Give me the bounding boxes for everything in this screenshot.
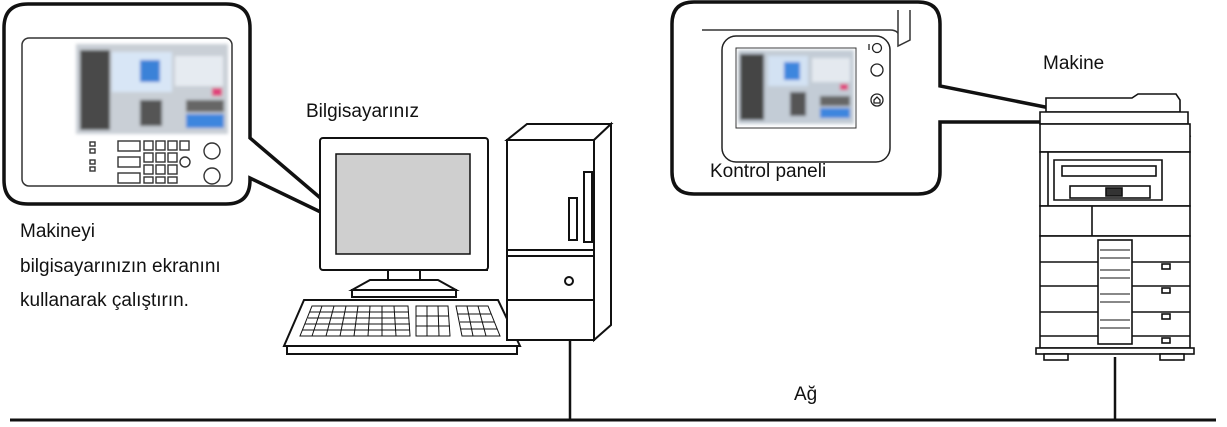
desktop-computer-illustration bbox=[282, 121, 614, 355]
computer-label: Bilgisayarınız bbox=[306, 101, 419, 122]
machine-label: Makine bbox=[1043, 53, 1105, 74]
control-panel-touchscreen-illustration bbox=[702, 10, 911, 163]
network-line bbox=[10, 340, 1216, 422]
network-label: Ağ bbox=[794, 384, 818, 405]
control-panel-full-illustration bbox=[21, 37, 233, 187]
instruction-line-1: Makineyi bbox=[20, 221, 95, 242]
multifunction-printer-illustration bbox=[1035, 93, 1195, 361]
control-panel-label: Kontrol paneli bbox=[710, 161, 827, 182]
instruction-line-2: bilgisayarınızın ekranını bbox=[20, 256, 221, 277]
keyboard-keys bbox=[299, 305, 501, 337]
instruction-line-3: kullanarak çalıştırın. bbox=[20, 290, 189, 311]
